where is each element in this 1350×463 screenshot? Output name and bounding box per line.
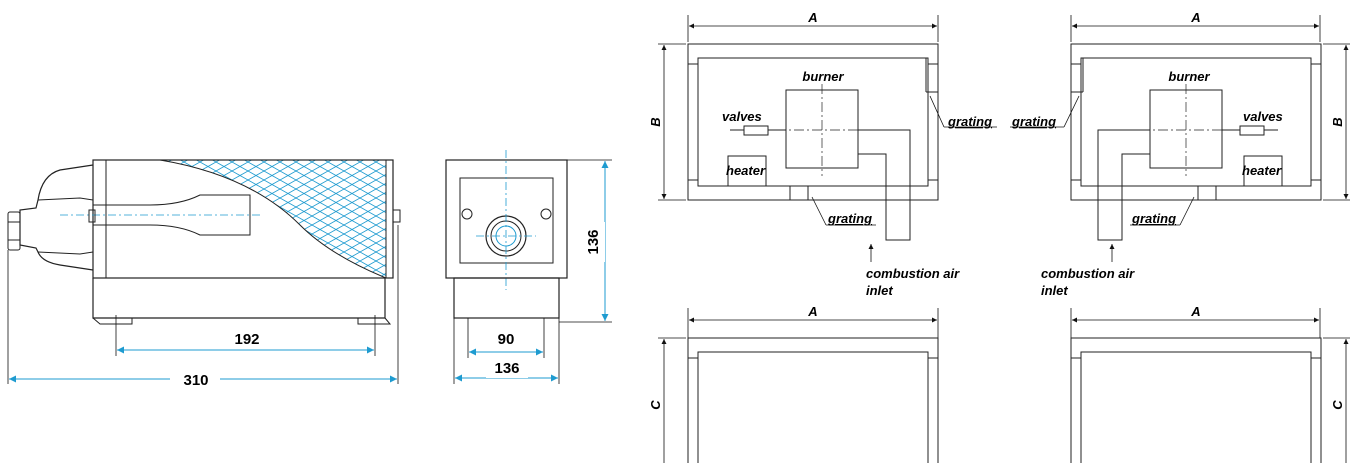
side-view: 192 310 xyxy=(7,159,401,390)
front-view: 136 90 136 xyxy=(445,150,612,384)
valve-block xyxy=(1239,125,1265,136)
front-base xyxy=(453,277,560,319)
valves-label: valves xyxy=(722,109,762,124)
duct-outline xyxy=(1070,43,1322,201)
dim-310-label: 310 xyxy=(183,372,208,389)
valve-housing xyxy=(19,164,94,271)
combustion-air-duct xyxy=(858,129,911,241)
burner-label: burner xyxy=(1168,69,1210,84)
dim-192-label: 192 xyxy=(234,331,259,348)
duct-outline xyxy=(1070,337,1322,463)
duct-inner xyxy=(697,351,929,463)
combustion-air-label: combustion air xyxy=(1041,266,1135,281)
duct-inner xyxy=(1080,351,1312,463)
dim-a-label: A xyxy=(807,304,817,319)
heater-label: heater xyxy=(726,163,766,178)
inlet-label: inlet xyxy=(866,283,893,298)
heater-box xyxy=(727,155,767,187)
dim-b-label: B xyxy=(648,117,663,126)
mesh-boundary xyxy=(159,159,387,279)
grating-label-side: grating xyxy=(1011,114,1056,129)
combustion-air-duct xyxy=(1097,129,1150,241)
dim-136-horizontal-label: 136 xyxy=(494,360,519,377)
duct-outline xyxy=(687,43,939,201)
base-plate xyxy=(92,278,386,319)
grating-label-bottom: grating xyxy=(827,211,872,226)
burner-label: burner xyxy=(802,69,844,84)
grating-label-side: grating xyxy=(947,114,992,129)
combustion-air-label: combustion air xyxy=(866,266,960,281)
layout-bottom-left: A C xyxy=(648,304,939,463)
duct-outline xyxy=(687,337,939,463)
valve-block xyxy=(743,125,769,136)
inlet-connector xyxy=(7,211,21,251)
dim-a-label: A xyxy=(1190,304,1200,319)
heater-label: heater xyxy=(1242,163,1282,178)
duct-inner xyxy=(1080,57,1312,187)
heater-box xyxy=(1243,155,1283,187)
layout-top-right: A B burner valves heater grating grating… xyxy=(1010,10,1350,298)
inlet-label: inlet xyxy=(1041,283,1068,298)
grating-label-bottom: grating xyxy=(1131,211,1176,226)
inner-tube xyxy=(93,194,251,236)
dim-a-label: A xyxy=(1190,10,1200,25)
dim-136-vertical-label: 136 xyxy=(585,229,602,254)
valves-label: valves xyxy=(1243,109,1283,124)
layout-bottom-right: A C xyxy=(1070,304,1350,463)
dim-c-label: C xyxy=(648,400,663,410)
dim-a-label: A xyxy=(807,10,817,25)
dim-90-label: 90 xyxy=(498,331,515,348)
duct-inner xyxy=(697,57,929,187)
layout-top-left: A B burner valves heater grating grating… xyxy=(648,10,997,298)
dim-c-label: C xyxy=(1330,400,1345,410)
dim-b-label: B xyxy=(1330,117,1345,126)
